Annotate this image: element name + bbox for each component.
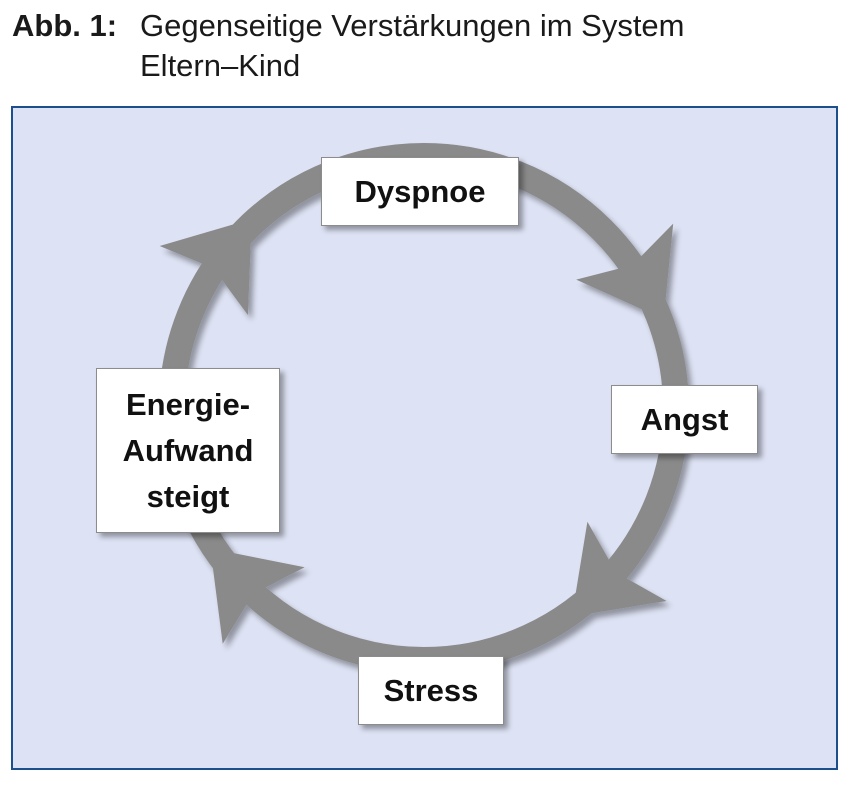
arrowhead-stress-to-energie bbox=[210, 548, 305, 644]
node-stress: Stress bbox=[358, 656, 504, 725]
arrowhead-energie-to-dyspnoe bbox=[159, 219, 252, 315]
node-dyspnoe: Dyspnoe bbox=[321, 157, 519, 226]
diagram-frame: Dyspnoe Angst Stress Energie- Aufwand st… bbox=[11, 106, 838, 770]
arrowhead-dyspnoe-to-angst bbox=[576, 223, 674, 320]
figure-title: Gegenseitige Verstärkungen im System Elt… bbox=[140, 8, 685, 83]
node-angst: Angst bbox=[611, 385, 758, 454]
figure-number: Abb. 1: bbox=[12, 8, 118, 43]
figure-caption: Abb. 1: Gegenseitige Verstärkungen im Sys… bbox=[12, 6, 842, 86]
arrowhead-angst-to-stress bbox=[571, 521, 667, 617]
node-energie-aufwand: Energie- Aufwand steigt bbox=[96, 368, 280, 533]
